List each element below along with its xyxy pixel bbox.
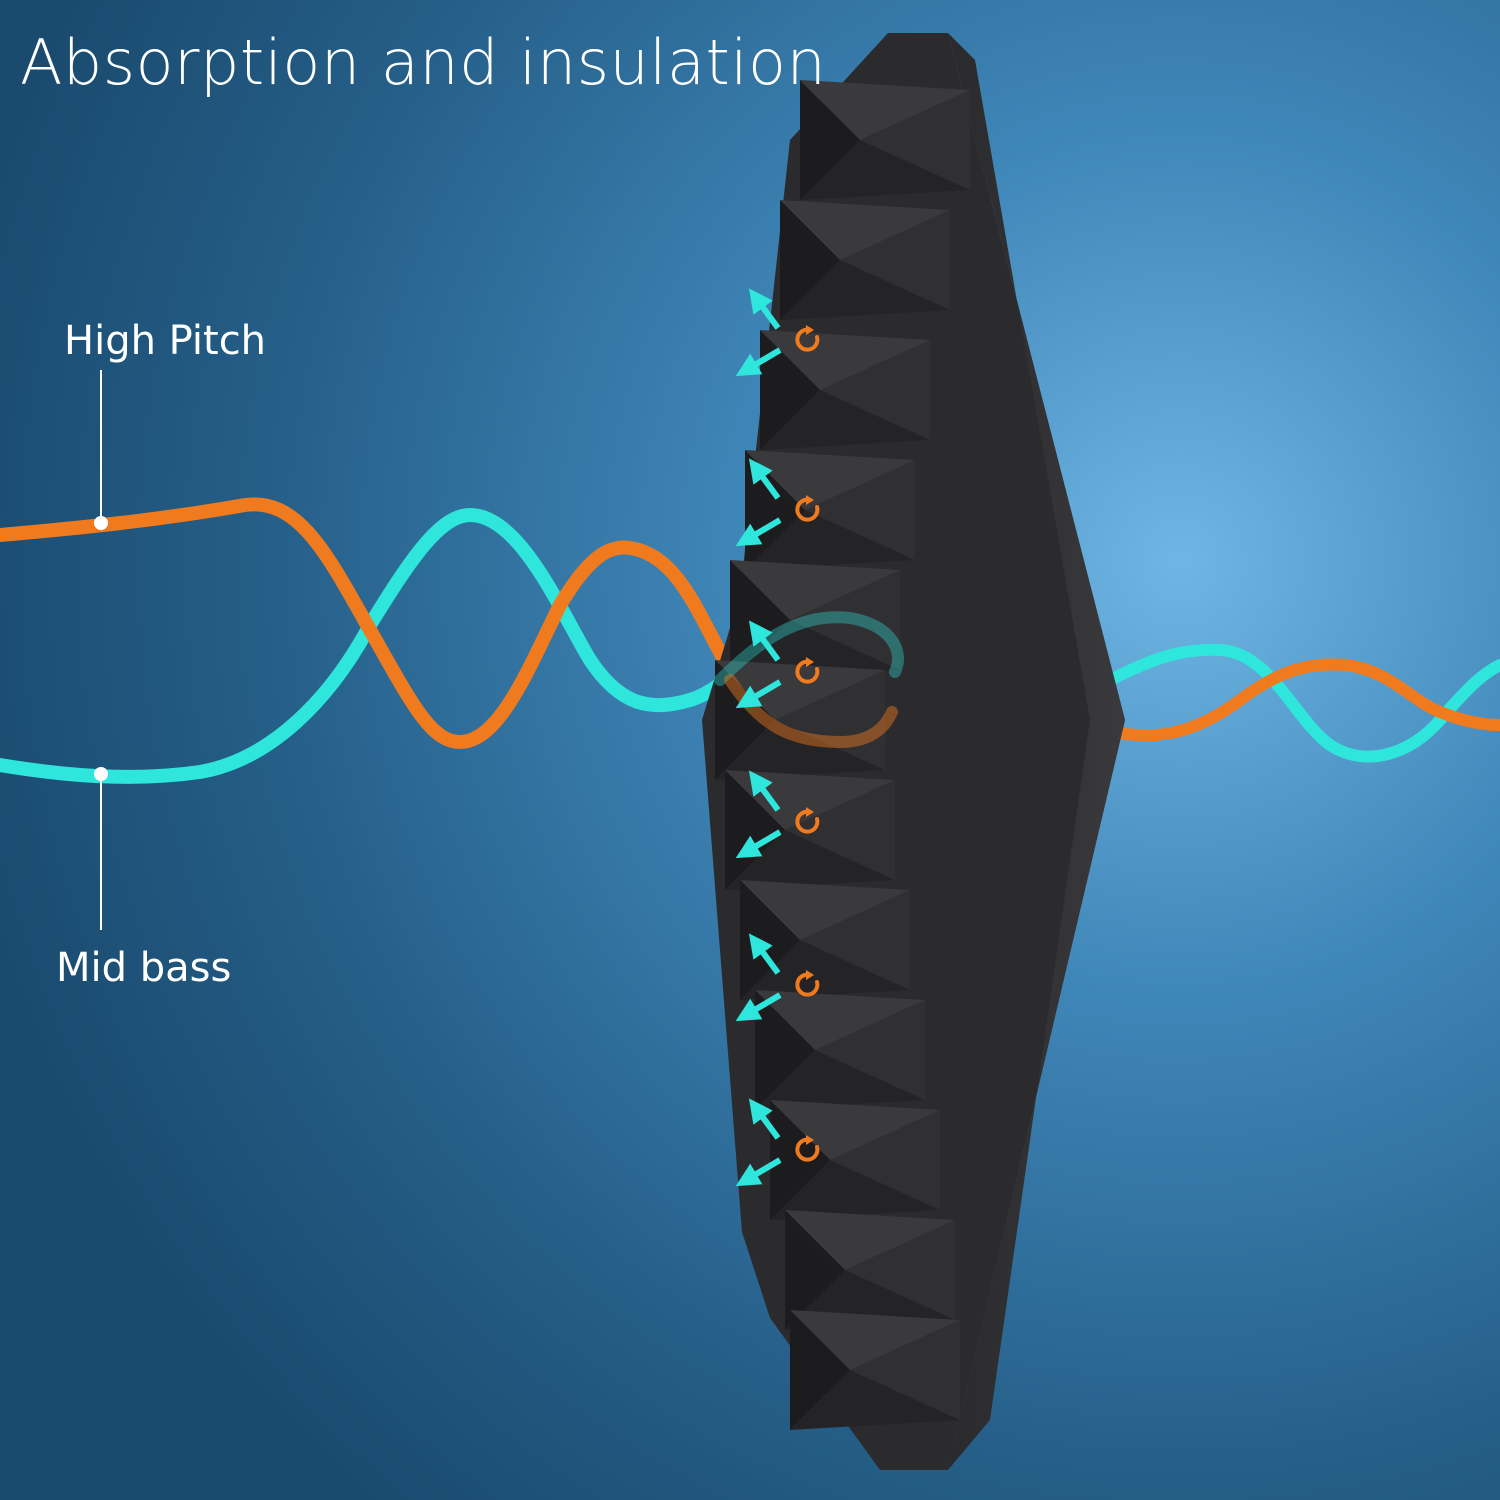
pyramid-face-top xyxy=(780,200,950,260)
pyramid-face-right xyxy=(820,340,930,440)
pyramid-face-right xyxy=(860,90,970,190)
rotate-arrow-tip xyxy=(806,970,814,980)
rotate-arrow-tip xyxy=(806,657,814,667)
mid-bass-label: Mid bass xyxy=(56,945,232,991)
pyramid-face-left xyxy=(730,560,790,680)
pyramid-face-right xyxy=(840,210,950,310)
absorption-markers xyxy=(735,288,820,1187)
pyramid-face-top xyxy=(785,1210,955,1270)
rotate-arrow-icon xyxy=(795,1137,820,1162)
pyramid-face-bottom xyxy=(780,260,950,320)
rotate-arrow-tip xyxy=(806,807,814,817)
pyramid-face-right xyxy=(830,1110,940,1210)
high-pitch-wave-transmitted xyxy=(1109,658,1500,742)
arrow-icon xyxy=(748,620,781,662)
pyramid-face-left xyxy=(770,1100,830,1220)
arrow-icon xyxy=(735,517,782,547)
pyramid-face-right xyxy=(845,1220,955,1320)
pyramid-face-bottom xyxy=(760,390,930,450)
arrow-icon xyxy=(748,770,781,812)
pyramid-face-right xyxy=(790,570,900,670)
rotate-arrow-tip xyxy=(806,325,814,335)
rotate-arrow-icon xyxy=(795,327,820,352)
pyramid-face-left xyxy=(790,1310,850,1430)
mid-bass-callout-dot xyxy=(94,767,108,781)
reflection-marker xyxy=(735,770,820,859)
arrow-icon xyxy=(748,288,781,330)
pyramid-face-right xyxy=(850,1320,960,1420)
pyramid-face-bottom xyxy=(715,720,885,780)
pyramid-face-right xyxy=(775,670,885,770)
pyramid-face-right xyxy=(805,460,915,560)
arrow-icon xyxy=(735,992,782,1022)
pyramid-face-bottom xyxy=(770,1160,940,1220)
pyramid-face-bottom xyxy=(745,510,915,570)
reflection-marker xyxy=(735,1098,820,1187)
pyramid-face-bottom xyxy=(725,830,895,890)
pyramid-face-top xyxy=(730,560,900,620)
reflection-marker xyxy=(735,288,820,377)
pyramid-face-top xyxy=(760,330,930,390)
pyramid-face-left xyxy=(715,660,775,780)
arrow-icon xyxy=(735,347,782,377)
pyramid-face-left xyxy=(755,990,815,1110)
page-title: Absorption and insulation xyxy=(20,26,827,99)
pyramid-face-left xyxy=(800,80,860,200)
arrow-icon xyxy=(748,458,781,500)
high-pitch-label: High Pitch xyxy=(64,318,267,364)
reflection-marker xyxy=(735,458,820,547)
pyramid-face-bottom xyxy=(755,1050,925,1110)
pyramid-face-top xyxy=(715,660,885,720)
pyramid-face-left xyxy=(785,1210,845,1330)
pyramid-face-top xyxy=(790,1310,960,1370)
arrow-icon xyxy=(735,1157,782,1187)
rotate-arrow-tip xyxy=(806,1135,814,1145)
pyramid-face-bottom xyxy=(800,140,970,200)
pyramid-face-left xyxy=(780,200,840,320)
pyramid-face-bottom xyxy=(790,1370,960,1430)
arrow-icon xyxy=(735,829,782,859)
rotate-arrow-icon xyxy=(795,809,820,834)
arrow-icon xyxy=(748,1098,781,1140)
pyramid-face-top xyxy=(755,990,925,1050)
pyramid-face-right xyxy=(815,1000,925,1100)
rotate-arrow-icon xyxy=(795,972,820,997)
reflection-marker xyxy=(735,933,820,1022)
pyramid-face-left xyxy=(725,770,785,890)
label-callouts xyxy=(94,370,108,930)
arrow-icon xyxy=(748,933,781,975)
rotate-arrow-icon xyxy=(795,659,820,684)
arrow-icon xyxy=(735,679,782,709)
pyramid-face-top xyxy=(740,880,910,940)
pyramid-face-top xyxy=(770,1100,940,1160)
pyramid-face-right xyxy=(785,780,895,880)
reflection-marker xyxy=(735,620,820,709)
rotate-arrow-icon xyxy=(795,497,820,522)
pyramid-face-bottom xyxy=(740,940,910,1000)
pyramid-face-right xyxy=(800,890,910,990)
pyramid-face-left xyxy=(760,330,820,450)
high-pitch-callout-dot xyxy=(94,516,108,530)
pyramid-face-top xyxy=(800,80,970,140)
mid-bass-wave-transmitted xyxy=(1104,643,1500,763)
transmitted-waves xyxy=(1104,643,1500,763)
pyramid-face-top xyxy=(745,450,915,510)
rotate-arrow-tip xyxy=(806,495,814,505)
